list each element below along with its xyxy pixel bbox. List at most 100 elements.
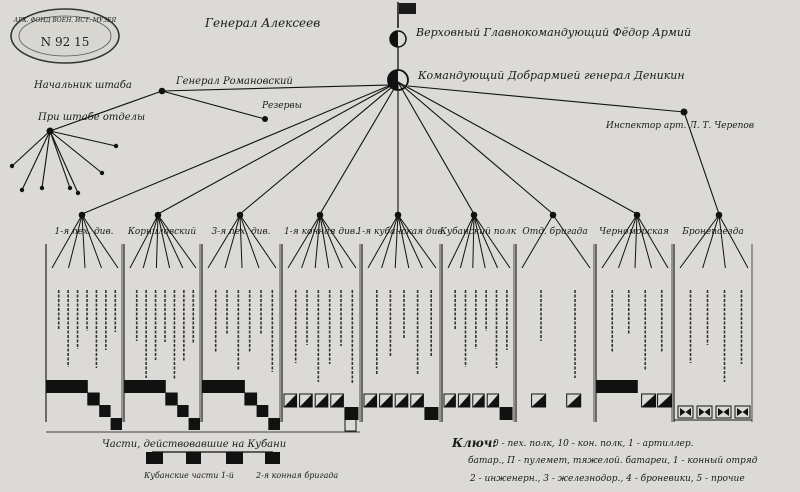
unit-fan-line [157,214,197,269]
unit-block-outline [244,392,258,406]
unit-fan-line [473,214,499,269]
division-column: Корниловский [123,211,201,430]
division-column: 1-я кубанская див. [356,211,446,422]
unit-block-fill [657,394,672,407]
unit-fan-line [239,214,243,269]
unit-block-fill [410,394,424,407]
key-label: Ключ: [451,436,497,450]
division-label: Отд. бригада [522,226,587,237]
unit-block [424,407,439,420]
unit-block [268,418,280,430]
unit-block [244,393,257,405]
unit-block-fill [364,394,377,407]
division-column: 1-я пех. див. [45,211,123,430]
unit-fan-line [394,214,399,269]
command-ray [397,81,554,215]
unit-fan-line [287,214,321,269]
unit-block [202,380,245,393]
stamp-top-text: АРХ. ФОНД ВОЕН. ИСТ. МУЗЕЯ [13,17,117,24]
armored-train-icon [677,405,694,419]
unit-block [344,407,359,420]
unit-fan-line [155,214,159,269]
division-label: 1-я конная див. [284,227,358,237]
inspector-label: Инспектор арт. Л. Т. Черепов [605,121,754,131]
unit-fan-line [718,214,726,269]
unit-fan-line [319,214,343,269]
unit-block-fill [395,394,408,407]
unit-block-fill [330,394,344,407]
unit-fan-line [301,214,321,269]
chief-of-staff-label: Начальник штаба [33,80,132,91]
unit-block [596,380,638,393]
staff-nodes [9,87,688,196]
unit-fan-line [68,214,83,269]
unit-block-fill [531,394,546,407]
unit-block [110,418,122,430]
command-ray [81,81,399,215]
command-rays [81,81,638,215]
unit-block-fill [315,394,328,407]
unit-fan-line [381,214,399,269]
division-column: Черноморская [595,211,673,422]
archive-stamp: АРХ. ФОНД ВОЕН. ИСТ. МУЗЕЯ N 92 15 [10,8,120,64]
armored-train-icon [734,405,751,419]
unit-fan-line [679,214,720,269]
unit-fan-line [367,214,399,269]
unit-fan-line [718,214,749,269]
unit-block [87,393,100,405]
commander-label: Верховный Главнокомандующий Фёдор Армий [415,26,691,39]
unit-fan-line [636,214,652,269]
unit-block-fill [379,394,393,407]
armored-train-mark [737,408,748,416]
left-legend-item-1: Кубанские части 1-й [143,471,234,480]
unit-fan-line [397,214,410,269]
unit-fan-line [224,214,241,269]
armored-train-icon [696,405,713,419]
unit-block-fill [641,394,656,407]
unit-fan-line [472,214,475,269]
command-ray [157,81,399,215]
unit-fan-line [618,214,638,269]
unit-fan-line [81,214,86,269]
division-columns: 1-я пех. див.Корниловский3-я пех. див.1-… [45,211,753,433]
unit-fan-line [129,214,159,269]
unit-block-fill [566,394,581,407]
command-ray [397,81,638,215]
unit-block [499,407,513,420]
division-column: Кубанский полк [439,211,517,422]
division-column: 3-я пех. див. [201,211,281,430]
chief-label: Командующий Добрармией генерал Деникин [417,69,685,82]
division-column: Бронепоезда [673,211,753,422]
departments-label: При штабе отделы [37,112,145,123]
unit-fan-line [473,214,511,269]
unit-block [99,405,111,417]
unit-block-outline [165,392,178,406]
command-ray [397,81,475,215]
unit-fan-line [239,214,260,269]
key-line-2: батар., П - пулемет, тяжелой. батареи, 1… [468,455,758,466]
unit-block-fill [487,394,499,407]
unit-fan-line [314,214,321,269]
division-column: Отд. бригада [515,211,595,422]
unit-block [46,380,88,393]
unit-block-fill [472,394,485,407]
unit-fan-line [634,214,638,269]
unit-fan-line [157,214,171,269]
stamp-number: N 92 15 [41,35,90,49]
left-legend: Части, действовавшие на Кубани Кубанские… [102,439,338,480]
unit-fan-line [702,214,720,269]
unit-fan-line [319,214,357,269]
chief-of-staff-name: Генерал Романовский [175,76,293,87]
division-label: 1-я пех. див. [54,227,113,237]
unit-fan-line [521,214,554,269]
unit-fan-line [239,214,277,269]
division-label: Бронепоезда [681,227,744,237]
unit-fan-line [397,214,437,269]
unit-fan-line [142,214,159,269]
unit-fan-line [81,214,119,269]
unit-block-outline [344,417,357,432]
unit-fan-line [447,214,475,269]
general-name: Генерал Алексеев [204,16,320,30]
armored-train-mark [680,408,691,416]
unit-fan-line [552,214,591,269]
